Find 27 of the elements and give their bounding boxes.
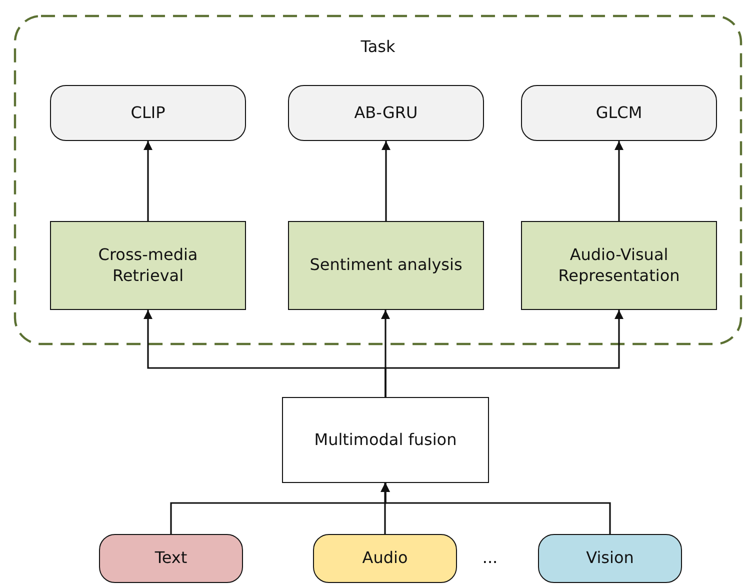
node-label: Cross-media Retrieval: [97, 244, 199, 286]
arrow: [614, 141, 624, 221]
node-label: Audio-Visual Representation: [557, 244, 681, 286]
node-label: AB-GRU: [353, 102, 419, 124]
rounded-box: [288, 85, 484, 141]
ellipsis-label: ...: [481, 548, 499, 567]
arrow: [144, 141, 152, 221]
process-box: [521, 221, 717, 310]
rounded-box: [313, 534, 457, 583]
rounded-box: [99, 534, 243, 583]
node-label: Vision: [585, 548, 635, 569]
node-label: CLIP: [130, 102, 166, 124]
node-label: Multimodal fusion: [313, 430, 458, 450]
rounded-box: [538, 534, 682, 583]
arrow: [382, 141, 390, 221]
node-label: Sentiment analysis: [308, 255, 464, 276]
arrow: [384, 310, 624, 397]
process-box: [50, 221, 246, 310]
process-box: [282, 397, 489, 483]
rounded-box: [50, 85, 246, 141]
rounded-box: [521, 85, 717, 141]
task-group: [14, 15, 742, 345]
node-label: Audio: [361, 548, 409, 569]
group-title: Task: [360, 37, 396, 58]
process-box: [288, 221, 484, 310]
node-label: GLCM: [594, 102, 644, 124]
node-label: Text: [154, 548, 188, 569]
